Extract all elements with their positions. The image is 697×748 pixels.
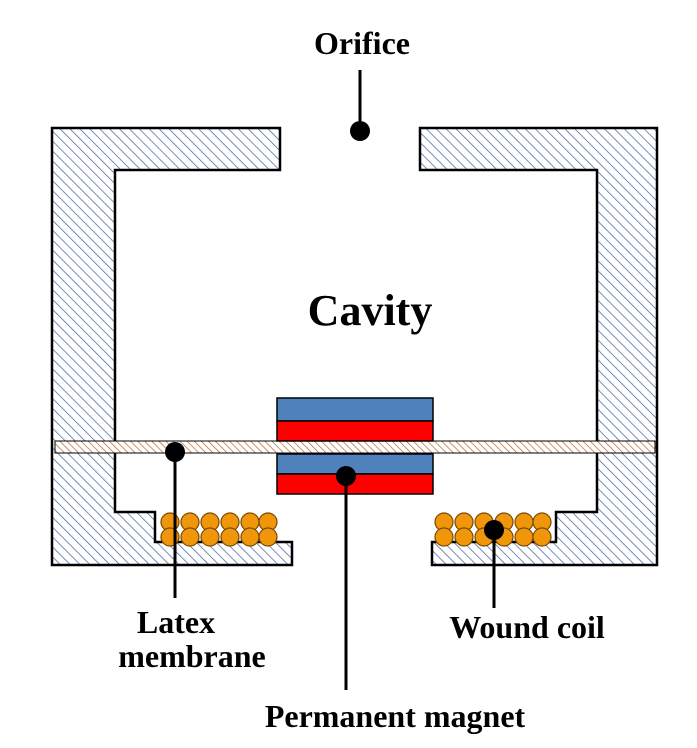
permanent-magnet-label: Permanent magnet	[265, 698, 526, 734]
latex-label-line1: Latex	[137, 604, 215, 640]
magnet-upper-blue	[276, 397, 434, 422]
orifice-marker-dot	[350, 121, 370, 141]
wound-coil-label: Wound coil	[449, 609, 605, 645]
magnet-lower-blue	[276, 453, 434, 475]
orifice-label: Orifice	[314, 25, 410, 61]
housing-left-wall	[50, 126, 294, 567]
latex-marker-dot	[165, 442, 185, 462]
coil-marker-dot	[484, 520, 504, 540]
magnet-marker-dot	[336, 466, 356, 486]
cavity-label: Cavity	[308, 286, 433, 335]
magnet-upper-red	[276, 420, 434, 442]
latex-label-line2: membrane	[118, 638, 266, 674]
latex-membrane	[54, 440, 656, 454]
housing-right-wall	[418, 126, 659, 567]
